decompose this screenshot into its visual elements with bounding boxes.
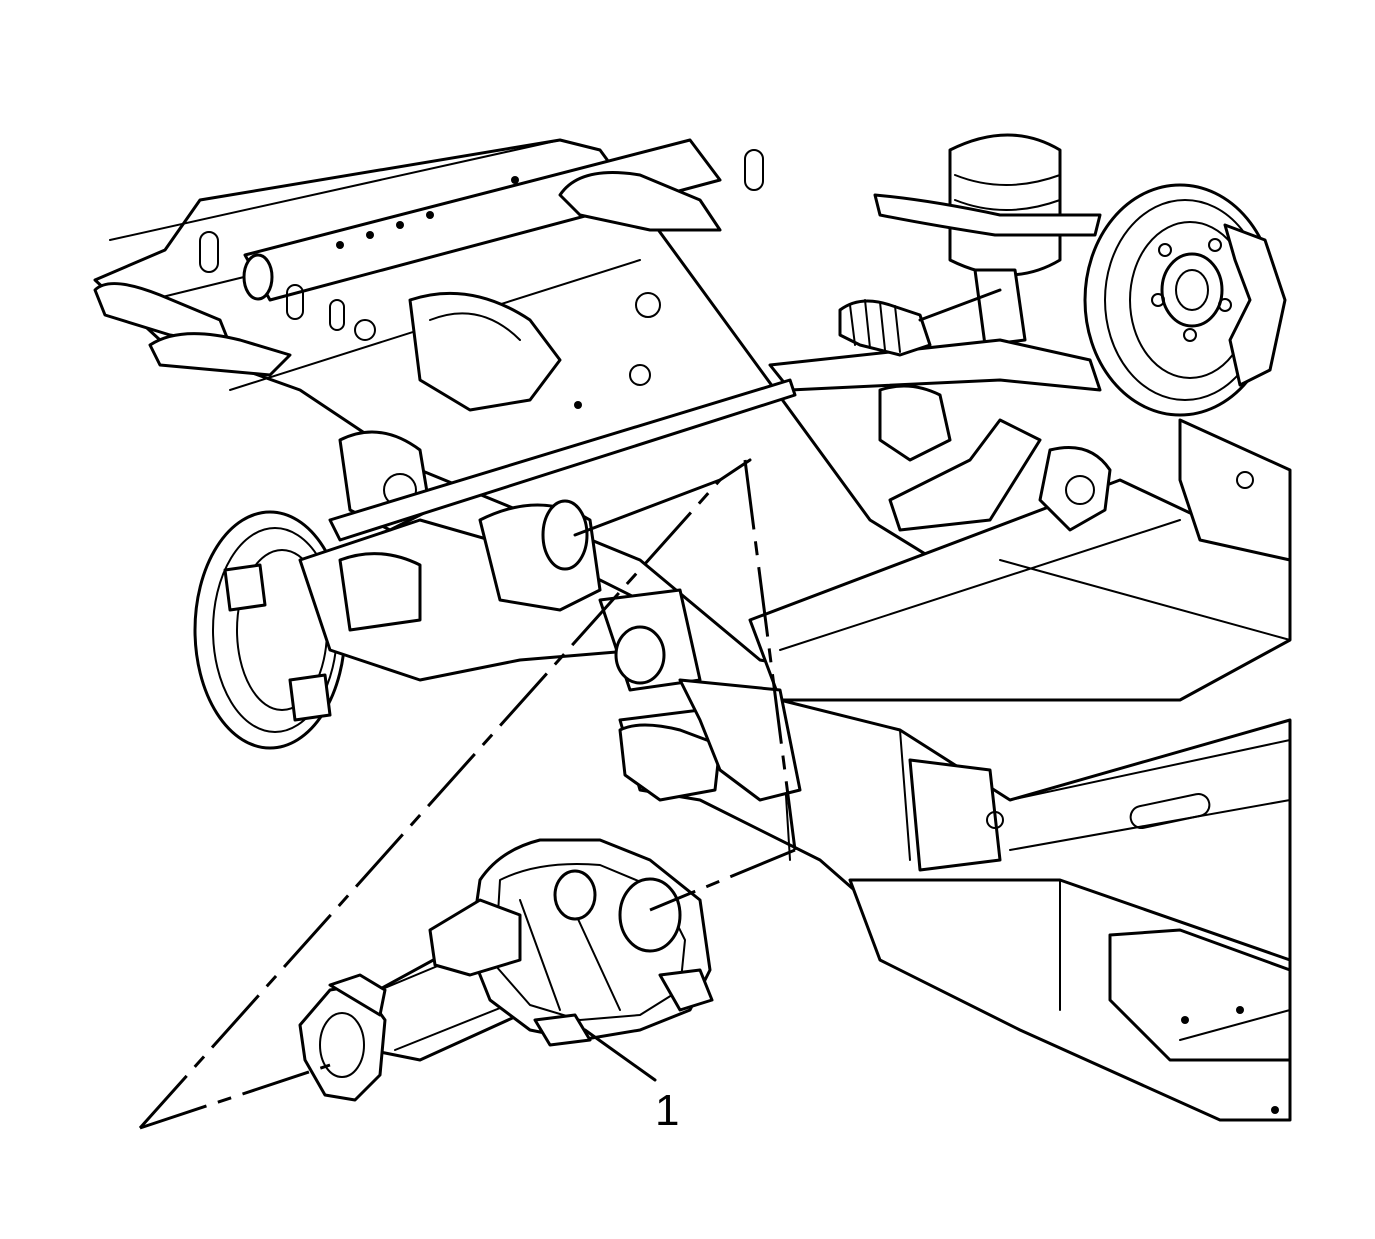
- callout-1: 1: [583, 1028, 679, 1135]
- vehicle-frame: [93, 138, 1012, 702]
- front-suspension: [768, 133, 1112, 532]
- callout-label: 1: [655, 1086, 679, 1135]
- differential-carrier: [298, 838, 714, 1102]
- front-brake-rotor: [1083, 183, 1287, 417]
- installed-axle: [298, 291, 802, 802]
- exploded-view-lines: [138, 458, 797, 1130]
